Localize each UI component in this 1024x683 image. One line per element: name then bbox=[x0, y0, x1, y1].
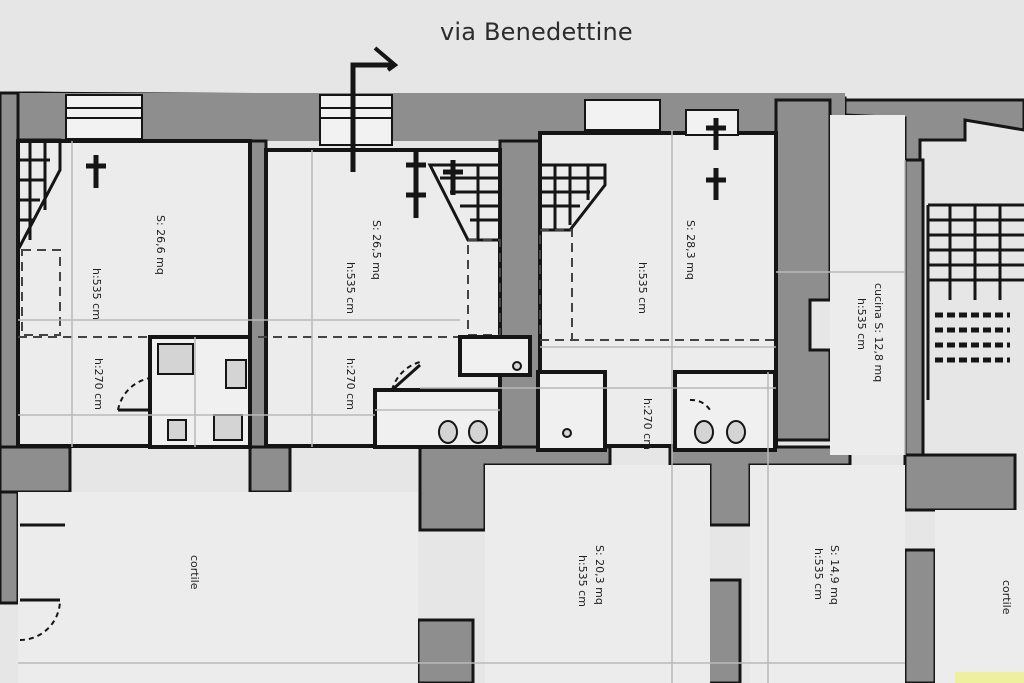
mezzanine-height: h:270 cm bbox=[344, 358, 357, 410]
corner-highlight bbox=[955, 672, 1024, 683]
courtyard-pier-left bbox=[416, 618, 475, 683]
toilet bbox=[167, 419, 187, 441]
room-label: S: 26,6 mq bbox=[153, 215, 167, 275]
partition-wall-2 bbox=[498, 139, 542, 453]
room-label: h:535 cm bbox=[89, 268, 103, 320]
mezzanine-label: h:270 cm bbox=[343, 358, 357, 410]
door-swings bbox=[19, 361, 711, 641]
stair-room-4 bbox=[926, 203, 1024, 400]
left-wall bbox=[0, 91, 20, 605]
street-name: via Benedettine bbox=[440, 18, 633, 46]
light-symbols bbox=[86, 118, 726, 218]
lower-wall-mid bbox=[248, 445, 292, 494]
room-label: S: 14,9 mq bbox=[827, 545, 841, 605]
bidet-3 bbox=[726, 420, 746, 444]
room-area: S: 26,5 mq bbox=[370, 220, 383, 280]
lower-wall-east bbox=[903, 453, 1017, 512]
room-label: h:535 cm bbox=[343, 262, 357, 314]
doors bbox=[20, 363, 421, 602]
shower-tray bbox=[157, 343, 194, 375]
room-height: h:535 cm bbox=[576, 555, 589, 607]
courtyard-west bbox=[18, 492, 418, 683]
room-label: S: 28,3 mq bbox=[683, 220, 697, 280]
windows bbox=[65, 94, 739, 146]
mezzanine-height: h:270 cm bbox=[641, 398, 654, 450]
room-label: S: 20,3 mq bbox=[592, 545, 606, 605]
mezzanine-height: h:270 cm bbox=[92, 358, 105, 410]
room-label: h:535 cm bbox=[635, 262, 649, 314]
room-label: h:535 cm bbox=[575, 555, 589, 607]
stairs bbox=[16, 138, 1024, 400]
room-4-interior bbox=[830, 115, 905, 455]
window-3 bbox=[584, 99, 661, 131]
room-area: S: 14,9 mq bbox=[828, 545, 841, 605]
toilet-3 bbox=[694, 420, 714, 444]
fixtures bbox=[157, 343, 746, 444]
room-interiors bbox=[16, 115, 1024, 683]
bidet bbox=[213, 414, 243, 441]
mezzanine-label: h:270 cm bbox=[640, 398, 654, 450]
stair-room-3 bbox=[538, 163, 607, 232]
room-label: S: 26,5 mq bbox=[369, 220, 383, 280]
room-area: S: 28,3 mq bbox=[684, 220, 697, 280]
bidet-2 bbox=[468, 420, 488, 444]
toilet-2 bbox=[438, 420, 458, 444]
room-area: S: 26,6 mq bbox=[154, 215, 167, 275]
room-height: h:535 cm bbox=[855, 298, 868, 350]
room-6-interior bbox=[750, 465, 905, 683]
courtyard-name: cortile bbox=[1000, 580, 1013, 615]
partition-wall-3 bbox=[774, 98, 832, 442]
bathroom-4 bbox=[673, 370, 777, 452]
partition-wall-1 bbox=[248, 139, 268, 493]
lower-wall-left bbox=[0, 445, 72, 494]
window-2 bbox=[319, 94, 393, 146]
room-label: cucina S: 12,8 mq bbox=[871, 283, 885, 382]
sink bbox=[225, 359, 247, 389]
room-height: h:535 cm bbox=[812, 548, 825, 600]
courtyard-label: cortile bbox=[187, 555, 201, 590]
courtyard-pier-right bbox=[903, 548, 937, 683]
dimension-lines bbox=[18, 130, 906, 683]
courtyard-label: cortile bbox=[999, 580, 1013, 615]
room-height: h:535 cm bbox=[344, 262, 357, 314]
bathroom-3 bbox=[536, 370, 607, 452]
room-height: h:535 cm bbox=[636, 262, 649, 314]
stair-room-1 bbox=[16, 138, 62, 251]
room-label: h:535 cm bbox=[811, 548, 825, 600]
entrance-arrow bbox=[350, 46, 399, 172]
partition-wall-4 bbox=[903, 158, 925, 462]
courtyard-name: cortile bbox=[188, 555, 201, 590]
room-height: h:535 cm bbox=[90, 268, 103, 320]
room-area: cucina S: 12,8 mq bbox=[872, 283, 885, 383]
mezzanine-label: h:270 cm bbox=[91, 358, 105, 410]
room-label: h:535 cm bbox=[854, 298, 868, 350]
courtyard-east bbox=[935, 510, 1024, 683]
window-4 bbox=[685, 109, 739, 136]
room-area: S: 20,3 mq bbox=[593, 545, 606, 605]
